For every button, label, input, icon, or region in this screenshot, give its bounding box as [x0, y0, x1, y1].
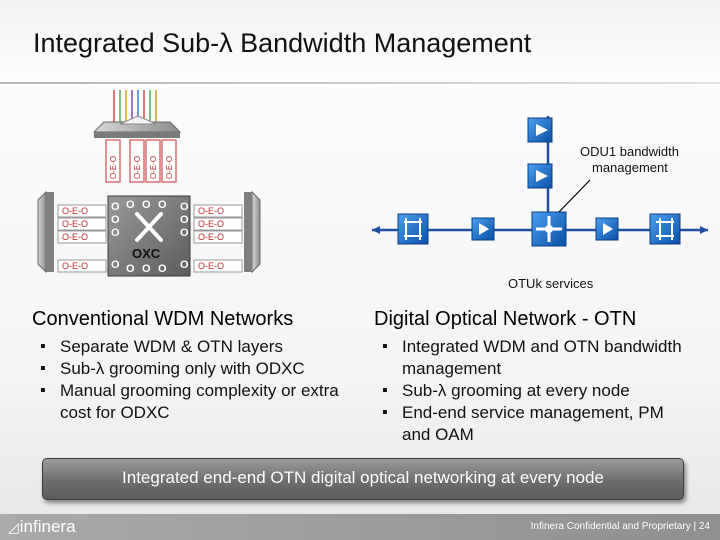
oeo-label: O-E-O: [133, 156, 142, 179]
odu1-callout-line1: ODU1 bandwidth: [580, 144, 679, 159]
port-label: O: [111, 227, 120, 239]
oeo-label: O-E-O: [198, 206, 224, 216]
banner-text: Integrated end-end OTN digital optical n…: [122, 468, 604, 487]
right-mux-panel: [251, 190, 261, 274]
confidential-note: Infinera Confidential and Proprietary: [530, 521, 691, 532]
bullet-item: Manual grooming complexity or extra cost…: [38, 380, 358, 424]
port-label: O: [180, 227, 189, 239]
otn-network: ODU1 bandwidth management OTUk services: [372, 116, 708, 291]
logo-mark-icon: ◿: [8, 519, 19, 535]
port-label: O: [111, 259, 120, 271]
footer-note: Infinera Confidential and Proprietary | …: [531, 521, 710, 532]
oeo-label: O-E-O: [149, 156, 158, 179]
slide-title: Integrated Sub-λ Bandwidth Management: [33, 28, 532, 58]
otuk-services-label: OTUk services: [508, 276, 594, 291]
oeo-label: O-E-O: [198, 219, 224, 229]
title-divider: [0, 82, 720, 84]
top-oeo-cards: O-E-O O-E-O O-E-O O-E-O: [105, 139, 177, 183]
summary-banner: Integrated end-end OTN digital optical n…: [42, 458, 684, 500]
dtn-node-icon: [397, 213, 429, 245]
bullet-item: Integrated WDM and OTN bandwidth managem…: [380, 336, 690, 380]
company-logo: ◿infinera: [8, 517, 76, 537]
otn-bullets: Integrated WDM and OTN bandwidth managem…: [380, 336, 690, 446]
oeo-label: O-E-O: [62, 232, 88, 242]
oxc-label: OXC: [132, 246, 161, 261]
port-label: O: [111, 214, 120, 226]
oeo-label: O-E-O: [198, 232, 224, 242]
oeo-label: O-E-O: [62, 261, 88, 271]
bullet-item: Sub-λ grooming only with ODXC: [38, 358, 358, 380]
dtn-node-icon: [649, 213, 681, 245]
port-label: O: [180, 201, 189, 213]
oeo-label: O-E-O: [62, 219, 88, 229]
port-label: O: [158, 263, 167, 275]
port-label: O: [158, 199, 167, 211]
port-label: O: [180, 259, 189, 271]
conventional-heading: Conventional WDM Networks: [32, 308, 294, 330]
port-label: O: [126, 199, 135, 211]
otn-heading: Digital Optical Network - OTN: [374, 308, 637, 330]
left-oeo-cards: O-E-O O-E-O O-E-O O-E-O: [57, 204, 107, 273]
port-label: O: [142, 263, 151, 275]
page-number: 24: [698, 521, 710, 532]
network-diagram: O-E-O O-E-O O-E-O O-E-O O-E-O O-E-O O-E-…: [37, 90, 708, 291]
port-label: O: [180, 214, 189, 226]
dtn-node-icon: [531, 211, 567, 247]
oxc-switch: [107, 195, 191, 277]
oxc-cross-icon: [135, 212, 163, 242]
logo-text: infinera: [19, 517, 76, 536]
port-label: O: [126, 263, 135, 275]
right-oeo-cards: O-E-O O-E-O O-E-O O-E-O: [193, 204, 243, 273]
port-label: O: [142, 199, 151, 211]
conventional-bullets: Separate WDM & OTN layers Sub-λ grooming…: [38, 336, 358, 424]
oeo-label: O-E-O: [109, 156, 118, 179]
callout-leader: [558, 179, 591, 213]
bullet-item: Sub-λ grooming at every node: [380, 380, 690, 402]
oeo-label: O-E-O: [198, 261, 224, 271]
footer-separator: |: [693, 521, 697, 532]
port-label: O: [111, 201, 120, 213]
oeo-label: O-E-O: [165, 156, 174, 179]
bullet-item: Separate WDM & OTN layers: [38, 336, 358, 358]
header-band: [0, 0, 720, 86]
odu1-callout-line2: management: [592, 160, 668, 175]
oeo-label: O-E-O: [62, 206, 88, 216]
footer-bar: ◿infinera Infinera Confidential and Prop…: [0, 514, 720, 540]
left-mux-panel: [37, 190, 47, 274]
oxc-ports: O O O O O O O O O O O O O O: [111, 199, 189, 275]
conventional-node: O-E-O O-E-O O-E-O O-E-O O-E-O O-E-O O-E-…: [37, 90, 261, 277]
bullet-item: End-end service management, PM and OAM: [380, 402, 690, 446]
